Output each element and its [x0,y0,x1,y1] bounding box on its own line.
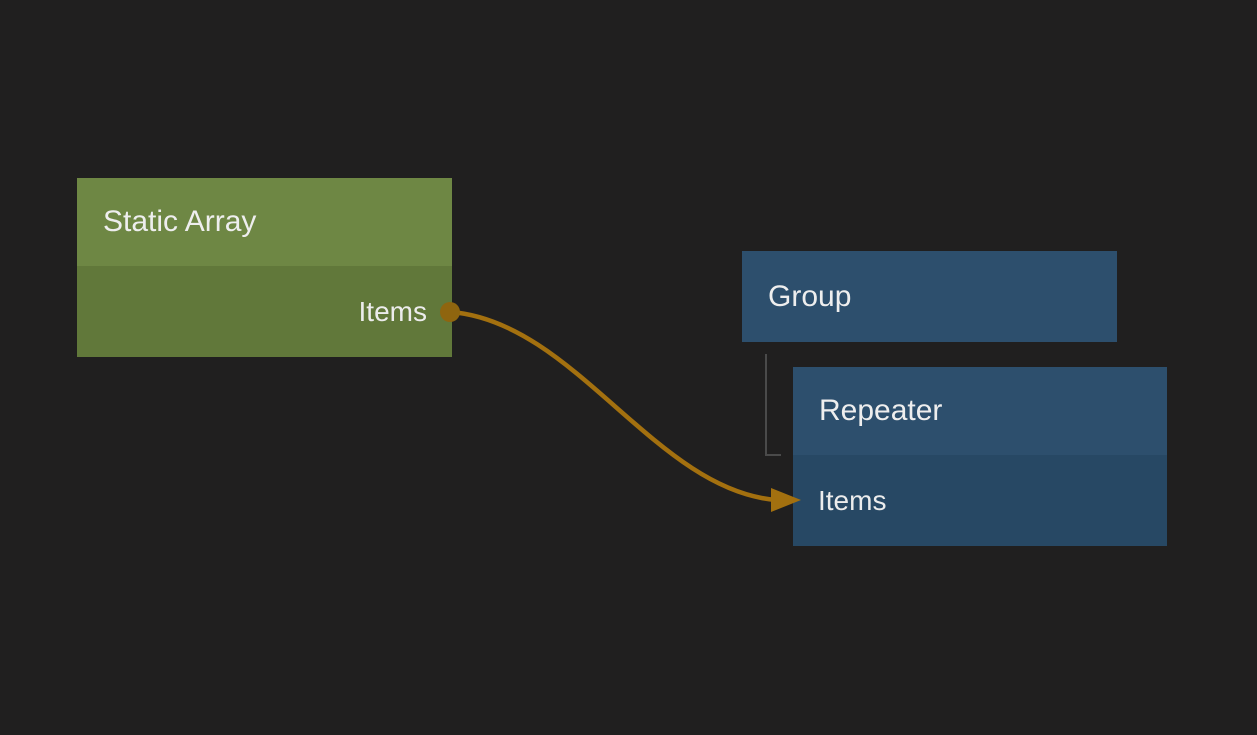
node-repeater[interactable]: Repeater Items [793,367,1167,546]
node-group-header[interactable]: Group [742,251,1117,342]
static-array-items-output-port[interactable]: Items [77,266,452,357]
connection-wire-static-array-to-repeater[interactable] [450,309,777,503]
node-group[interactable]: Group [742,251,1117,342]
static-array-items-port-label: Items [358,295,427,327]
group-repeater-hierarchy-connector-line [765,354,781,456]
repeater-items-input-port[interactable]: Items [793,455,1167,546]
repeater-items-port-label: Items [818,484,887,516]
node-repeater-header[interactable]: Repeater [793,367,1167,455]
node-repeater-body: Items [793,455,1167,546]
node-static-array-title: Static Array [103,205,257,238]
node-static-array[interactable]: Static Array Items [77,178,452,357]
node-repeater-title: Repeater [819,394,943,427]
node-static-array-body: Items [77,266,452,357]
node-group-title: Group [768,279,852,313]
node-static-array-header[interactable]: Static Array [77,178,452,266]
